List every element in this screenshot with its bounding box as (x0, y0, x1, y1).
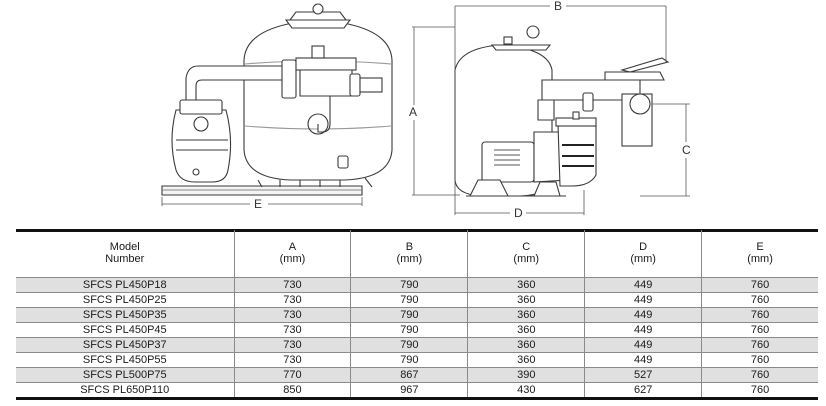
cell-b: 790 (350, 307, 468, 323)
cell-b: 867 (350, 367, 468, 383)
cell-a: 730 (233, 322, 351, 338)
cell-a: 850 (233, 382, 351, 398)
cell-a: 730 (233, 292, 351, 308)
cell-d: 449 (584, 322, 702, 338)
cell-d: 449 (584, 307, 702, 323)
dimension-label-d: D (514, 206, 523, 220)
header-line1: C (522, 241, 531, 254)
cell-e: 760 (701, 322, 818, 338)
cell-d: 449 (584, 352, 702, 368)
cell-model-number: SFCS PL450P55 (16, 352, 235, 368)
header-line1: D (639, 241, 648, 254)
cell-c: 360 (467, 337, 585, 353)
header-line2: (mm) (279, 253, 306, 266)
cell-c: 360 (467, 352, 585, 368)
cell-model-number: SFCS PL450P37 (16, 337, 235, 353)
dimension-lines-side (412, 5, 690, 215)
technical-drawing: E A B C D (161, 0, 691, 220)
cell-d: 449 (584, 292, 702, 308)
cell-c: 360 (467, 277, 585, 293)
cell-c: 430 (467, 382, 585, 398)
header-b: B(mm) (350, 230, 468, 278)
header-line2: (mm) (630, 253, 656, 266)
dimension-label-c: C (682, 143, 691, 157)
cell-c: 360 (467, 292, 585, 308)
cell-d: 449 (584, 277, 702, 293)
header-e: E(mm) (701, 230, 818, 278)
header-line2: (mm) (513, 253, 540, 266)
cell-e: 760 (701, 292, 818, 308)
cell-model-number: SFCS PL450P18 (16, 277, 235, 293)
cell-d: 449 (584, 337, 702, 353)
cell-c: 360 (467, 322, 585, 338)
table-bottom-rule (16, 397, 818, 400)
front-view-drawing (161, 3, 393, 196)
header-c: C(mm) (467, 230, 585, 278)
cell-a: 730 (233, 352, 351, 368)
cell-e: 760 (701, 337, 818, 353)
cell-model-number: SFCS PL450P35 (16, 307, 235, 323)
cell-model-number: SFCS PL650P110 (16, 382, 235, 398)
cell-model-number: SFCS PL450P25 (16, 292, 235, 308)
cell-b: 790 (350, 277, 468, 293)
cell-model-number: SFCS PL500P75 (16, 367, 235, 383)
header-line2: (mm) (747, 253, 773, 266)
cell-e: 760 (701, 277, 818, 293)
cell-a: 730 (233, 337, 351, 353)
cell-d: 527 (584, 367, 702, 383)
cell-c: 390 (467, 367, 585, 383)
cell-e: 760 (701, 367, 818, 383)
header-line1: B (405, 241, 414, 254)
cell-b: 790 (350, 322, 468, 338)
header-line1: A (288, 241, 297, 254)
cell-b: 790 (350, 292, 468, 308)
cell-a: 730 (233, 277, 351, 293)
header-a: A(mm) (233, 230, 351, 278)
cell-model-number: SFCS PL450P45 (16, 322, 235, 338)
header-d: D(mm) (584, 230, 702, 278)
cell-e: 760 (701, 382, 818, 398)
cell-b: 967 (350, 382, 468, 398)
cell-e: 760 (701, 352, 818, 368)
drawings-svg (161, 3, 690, 215)
cell-d: 627 (584, 382, 702, 398)
header-line1: E (756, 241, 764, 254)
cell-b: 790 (350, 337, 468, 353)
cell-c: 360 (467, 307, 585, 323)
header-line1: Model (109, 241, 140, 254)
cell-a: 770 (233, 367, 351, 383)
dimension-line-e (161, 197, 363, 206)
cell-b: 790 (350, 352, 468, 368)
cell-a: 730 (233, 307, 351, 323)
header-line2: (mm) (396, 253, 423, 266)
dimension-label-a: A (409, 105, 418, 119)
dimension-label-b: B (554, 0, 563, 13)
dimension-label-e: E (254, 197, 263, 211)
cell-e: 760 (701, 307, 818, 323)
side-view-drawing (454, 25, 670, 197)
header-line2: Number (105, 253, 145, 266)
